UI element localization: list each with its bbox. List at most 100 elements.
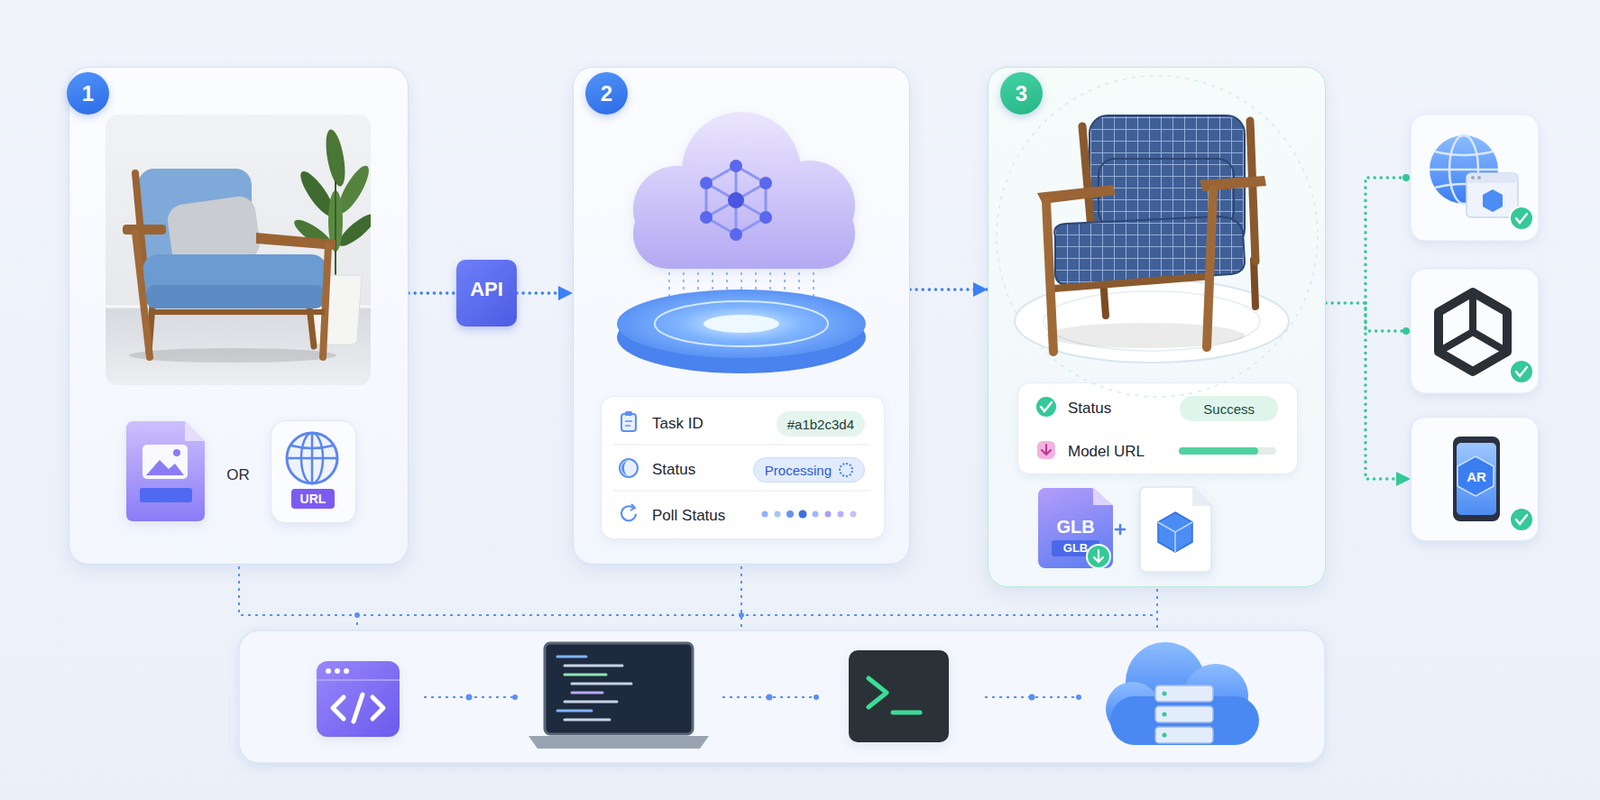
result-card-icons xyxy=(1040,402,1052,412)
status-card-icons xyxy=(630,504,635,511)
step-number-box: 1 xyxy=(66,72,110,115)
laptop-icon xyxy=(528,735,709,749)
file-output-icons xyxy=(1086,544,1111,569)
armchair xyxy=(122,224,166,235)
status-card-icons xyxy=(625,420,633,423)
status-card-icons xyxy=(762,511,769,518)
phone-icon xyxy=(1452,436,1500,522)
integration-band xyxy=(766,694,773,701)
code-icon xyxy=(334,668,341,674)
armchair xyxy=(146,285,325,309)
network-node xyxy=(759,211,773,224)
network-node xyxy=(729,159,743,173)
unity-tile xyxy=(1438,292,1508,352)
step-number-box: 3 xyxy=(1000,72,1043,115)
integration-band xyxy=(423,696,1079,699)
branch-line xyxy=(1365,303,1407,332)
or-label: OR xyxy=(226,466,250,484)
branch-line xyxy=(1402,174,1410,182)
file-output-icons xyxy=(1115,524,1125,534)
armchair xyxy=(322,245,329,358)
armchair xyxy=(122,168,337,363)
status-card-icons xyxy=(625,424,631,427)
status-card-icons xyxy=(621,413,636,432)
field-label: Status xyxy=(1067,399,1112,417)
laptop-icon xyxy=(557,655,587,659)
laptop-icon xyxy=(564,664,623,668)
file-format: GLB xyxy=(1056,516,1095,537)
status-card-icons xyxy=(786,510,794,518)
url-tag: URL xyxy=(300,491,327,506)
integration-band xyxy=(354,612,360,618)
result-card-icons xyxy=(1036,396,1057,417)
integration-band xyxy=(239,566,1158,629)
laptop-icon xyxy=(564,700,617,704)
file-output-icons xyxy=(1158,512,1193,552)
branch-line xyxy=(1365,177,1407,304)
web-tile xyxy=(1482,189,1503,212)
image-file-icon xyxy=(126,421,205,522)
field-label-box: Task ID xyxy=(652,413,704,435)
cloud-server-icon xyxy=(1105,642,1260,745)
status-card-icons xyxy=(613,411,871,521)
flow-connector xyxy=(910,287,988,292)
flow-connector xyxy=(516,291,573,295)
task-id-value: #a1b2c3d4 xyxy=(787,416,855,433)
integration-band xyxy=(738,612,745,618)
armchair xyxy=(256,232,336,250)
network-node xyxy=(727,192,745,209)
armchair xyxy=(128,348,337,363)
cloud-server-icon xyxy=(1162,691,1168,738)
model-preview xyxy=(1043,291,1260,351)
branch-line xyxy=(1402,327,1410,335)
terminal-icon xyxy=(892,710,920,716)
code-icon xyxy=(316,661,400,737)
web-tile xyxy=(1477,175,1481,180)
armchair-model xyxy=(1206,189,1214,348)
laptop-icon xyxy=(557,656,632,720)
chair-photo xyxy=(105,114,371,386)
flow-connector xyxy=(1325,303,1411,479)
file-output-icons xyxy=(1192,487,1212,506)
laptop-icon xyxy=(571,682,632,686)
chair-photo xyxy=(105,114,371,386)
file-format-box: GLB xyxy=(1038,514,1113,539)
armchair xyxy=(149,309,325,315)
field-label: Status xyxy=(652,460,696,479)
result-card-icons xyxy=(1178,447,1259,455)
integration-band xyxy=(813,694,819,700)
status-card-icons xyxy=(799,510,808,519)
web-tile xyxy=(1466,173,1518,184)
unity-tile xyxy=(1410,268,1539,394)
field-label-box: Status xyxy=(1067,397,1112,420)
cloud-server-icon xyxy=(1155,726,1214,744)
model-preview xyxy=(996,75,1318,397)
network-icon xyxy=(706,165,766,235)
status-card-icons xyxy=(621,460,629,476)
status-value: Processing xyxy=(764,462,832,479)
step-number: 3 xyxy=(1015,81,1028,106)
globe-icon xyxy=(311,432,314,484)
image-file-icon xyxy=(142,444,188,479)
or-label-box: OR xyxy=(222,464,254,487)
web-tile xyxy=(1509,206,1534,230)
result-card-icons xyxy=(1041,444,1051,455)
network-node xyxy=(729,228,743,241)
unity-tile xyxy=(1516,367,1527,377)
laptop-icon xyxy=(557,709,592,713)
integration-band xyxy=(466,694,473,701)
globe-icon xyxy=(286,432,338,484)
cloud-server-icon xyxy=(1162,712,1168,718)
laptop-icon xyxy=(544,643,693,735)
armchair-model xyxy=(1250,120,1256,262)
status-value: Success xyxy=(1203,401,1255,417)
status-card-icons xyxy=(850,511,857,518)
processing-cloud xyxy=(616,111,866,374)
integration-band xyxy=(1075,694,1082,700)
laptop-icon xyxy=(528,643,709,749)
status-card-icons xyxy=(625,411,633,416)
unity-tile xyxy=(1509,359,1534,384)
web-tile xyxy=(1410,114,1539,241)
